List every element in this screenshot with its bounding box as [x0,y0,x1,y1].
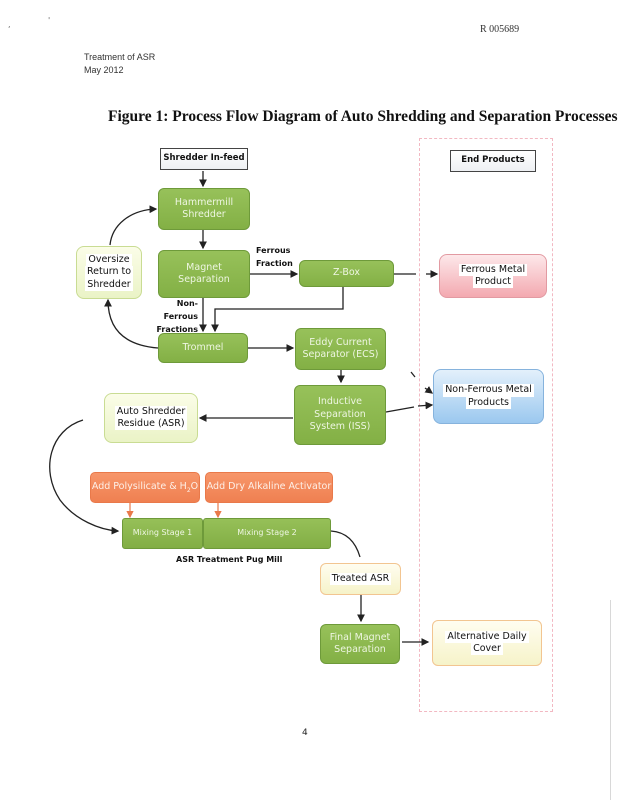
node-add-dry-alkaline-activator: Add Dry Alkaline Activator [205,472,333,503]
node-label: Mixing Stage 2 [237,528,297,538]
node-label: Products [465,396,512,409]
node-label: Separation [178,274,230,285]
node-label: Shredder In-feed [163,153,245,164]
node-label: Product [472,276,514,289]
edge-label-line: Ferrous [256,246,291,255]
node-eddy-current-separator: Eddy Current Separator (ECS) [295,328,386,370]
page-number: 4 [302,728,308,738]
node-label: Add Dry Alkaline Activator [206,481,332,493]
node-final-magnet-separation: Final Magnet Separation [320,624,400,664]
node-label: Separation [314,408,366,420]
node-auto-shredder-residue: Auto Shredder Residue (ASR) [104,393,198,443]
node-label: Cover [471,643,503,656]
node-inductive-separation-system: Inductive Separation System (ISS) [294,385,386,445]
node-label: Residue (ASR) [115,418,187,431]
arrow-iss-to-nonferrous [385,406,415,413]
node-non-ferrous-metal-products: Non-Ferrous Metal Products [433,369,544,424]
arrow-iss-to-nonferrous-b [417,401,434,410]
header-title: Treatment of ASR [84,52,156,62]
figure-title: Figure 1: Process Flow Diagram of Auto S… [108,108,618,125]
node-label: Auto Shredder [114,405,188,418]
pug-mill-label: ASR Treatment Pug Mill [176,555,283,564]
margin-mark: ' [48,16,51,25]
node-label: Shredder [85,278,133,292]
node-label: Alternative Daily [445,630,529,643]
arrow-ecs-to-nonferrous-b [424,386,434,394]
node-mixing-stage-2: Mixing Stage 2 [203,518,331,549]
arrow-oversize-to-hammermill [109,205,158,246]
node-z-box: Z-Box [299,260,394,287]
node-label: Z-Box [332,267,361,279]
arrow-ecs-to-nonferrous-a [410,371,416,378]
node-label: Oversize [86,253,132,267]
node-ferrous-metal-product: Ferrous Metal Product [439,254,547,298]
node-add-polysilicate: Add Polysilicate & H2O [90,472,200,503]
node-label: Mixing Stage 1 [132,528,193,538]
node-hammermill-shredder: Hammermill Shredder [158,188,250,230]
node-shredder-infeed: Shredder In-feed [160,148,248,170]
node-label: Hammermill [174,196,234,208]
node-mixing-stage-1: Mixing Stage 1 [122,518,203,549]
node-label: End Products [461,155,525,166]
end-products-panel [419,138,553,712]
node-oversize-return: Oversize Return to Shredder [76,246,142,299]
node-label: Inductive [318,396,362,408]
node-label: System (ISS) [309,421,371,433]
end-products-header: End Products [450,150,536,172]
node-label: Ferrous Metal [458,263,528,276]
node-label: Separation [334,644,386,655]
node-label: Treated ASR [329,572,392,586]
arrow-mixing2-to-treated [330,530,361,558]
node-label: Eddy Current [309,336,372,348]
document-id: R 005689 [480,24,520,35]
node-magnet-separation: Magnet Separation [158,250,250,298]
edge-label-ferrous-fraction: Ferrous Fraction [256,245,293,271]
header-date: May 2012 [84,65,124,75]
node-label: Trommel [182,341,224,353]
arrow-trommel-to-oversize [104,298,159,349]
label-tail: O [190,480,199,492]
label-subscript: 2 [186,486,191,494]
node-label: Magnet [186,261,222,273]
scan-edge [610,600,611,800]
margin-mark: , [8,20,11,29]
edge-label-non-ferrous-fractions: Non-Ferrous Fractions [146,298,198,336]
node-label: Separator (ECS) [302,349,379,360]
node-alternative-daily-cover: Alternative Daily Cover [432,620,542,666]
node-label: Return to [84,266,134,279]
edge-label-line: Non-Ferrous [163,299,198,321]
node-label: Non-Ferrous Metal [443,384,534,397]
node-label: Add Polysilicate & H2O [92,481,198,495]
node-treated-asr: Treated ASR [320,563,401,595]
node-label: Shredder [182,209,226,220]
arrow-zbox-to-trommel [211,286,344,333]
edge-label-line: Fraction [256,258,293,268]
edge-label-line: Fractions [156,324,198,334]
node-trommel: Trommel [158,333,248,363]
label-main: Add Polysilicate & H [91,480,187,492]
arrow-asr-to-mixing1 [49,419,120,535]
node-label: Final Magnet [329,631,391,643]
